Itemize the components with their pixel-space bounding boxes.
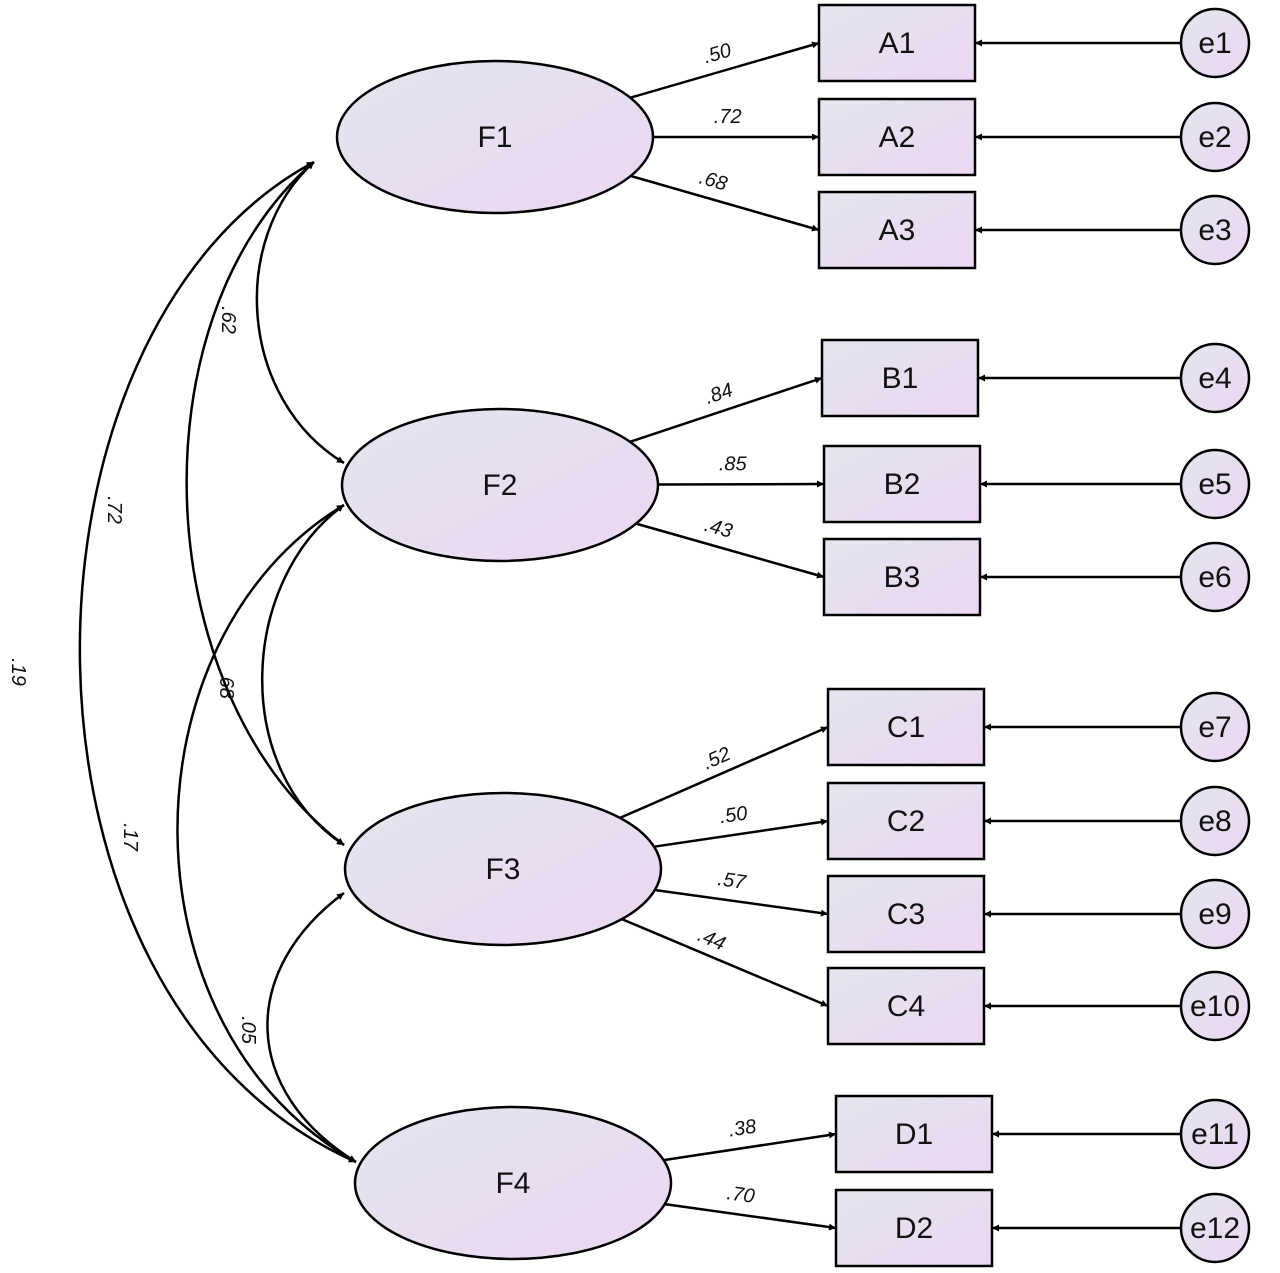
loading-label-A2: .72	[714, 106, 742, 128]
indicator-box-D2	[834, 1188, 994, 1268]
factor-label-F2: F2	[482, 469, 517, 502]
indicator-label-B2: B2	[884, 468, 921, 501]
error-node-e12	[1179, 1192, 1251, 1264]
error-label-e5: e5	[1198, 468, 1231, 501]
error-label-e10: e10	[1190, 990, 1240, 1023]
error-node-e3	[1179, 194, 1251, 266]
error-node-e5	[1179, 448, 1251, 520]
error-label-e11: e11	[1191, 1118, 1239, 1151]
correlation-path-F1-F4	[78, 160, 357, 1164]
error-node-e1	[1179, 7, 1251, 79]
loading-label-D2: .70	[725, 1182, 756, 1208]
indicator-box-A2	[817, 97, 977, 177]
loading-path-D1	[663, 1131, 837, 1162]
indicator-box-C1	[826, 687, 986, 767]
factor-ellipse-F4	[353, 1105, 673, 1261]
loading-label-B3: .43	[702, 514, 735, 543]
loading-path-C4	[621, 917, 829, 1008]
loading-path-B2	[657, 480, 825, 488]
error-node-e6	[1179, 541, 1251, 613]
loading-label-B2: .85	[719, 453, 748, 475]
error-node-e9	[1179, 878, 1251, 950]
correlation-label-F2-F3: .68	[215, 671, 237, 699]
loading-label-A3: .68	[697, 167, 730, 196]
correlation-label-F3-F4: .05	[237, 1016, 259, 1045]
indicator-label-C2: C2	[887, 805, 925, 838]
factor-label-F1: F1	[477, 121, 512, 154]
error-label-e3: e3	[1198, 214, 1231, 247]
correlation-label-F1-F3: .72	[103, 496, 125, 524]
indicator-box-C4	[826, 966, 986, 1046]
indicator-label-A2: A2	[879, 121, 916, 154]
correlation-path-F1-F3	[185, 161, 345, 847]
correlation-path-F3-F4	[266, 891, 357, 1164]
factor-label-F3: F3	[485, 853, 520, 886]
loading-label-C2: .50	[718, 802, 749, 828]
indicator-box-B3	[822, 537, 982, 617]
indicator-box-C3	[826, 874, 986, 954]
loading-path-B1	[629, 376, 823, 443]
error-label-e2: e2	[1198, 121, 1231, 154]
loading-path-A1	[629, 41, 820, 99]
indicator-label-A1: A1	[879, 27, 916, 60]
factor-label-F4: F4	[495, 1167, 530, 1200]
error-node-e4	[1179, 342, 1251, 414]
indicator-label-C3: C3	[887, 898, 925, 931]
loading-path-C2	[653, 818, 829, 848]
indicator-label-C1: C1	[887, 711, 925, 744]
indicator-box-A3	[817, 190, 977, 270]
correlation-path-F2-F4	[176, 503, 357, 1164]
correlation-label-F1-F2: .62	[217, 306, 239, 334]
indicator-label-D2: D2	[895, 1212, 933, 1245]
error-label-e8: e8	[1198, 805, 1231, 838]
loading-path-C3	[654, 888, 829, 917]
indicator-label-B1: B1	[882, 362, 919, 395]
error-node-e2	[1179, 101, 1251, 173]
error-label-e9: e9	[1198, 898, 1231, 931]
edges-layer	[78, 39, 1181, 1232]
error-node-e10	[1179, 970, 1251, 1042]
loading-path-D2	[664, 1202, 837, 1231]
error-node-e7	[1179, 691, 1251, 763]
indicator-label-D1: D1	[895, 1118, 933, 1151]
factor-ellipse-F3	[343, 791, 663, 947]
indicator-label-A3: A3	[879, 214, 916, 247]
loading-label-D1: .38	[727, 1116, 758, 1142]
loading-path-B3	[635, 522, 825, 579]
indicator-box-D1	[834, 1094, 994, 1174]
loading-path-A3	[630, 174, 820, 232]
loading-label-B1: .84	[702, 379, 735, 409]
indicator-box-B1	[820, 338, 980, 418]
correlation-label-F2-F4: .17	[119, 823, 141, 852]
loading-path-C1	[619, 725, 829, 820]
correlation-path-F2-F3	[261, 503, 345, 847]
factor-ellipse-F2	[340, 407, 660, 563]
indicator-box-A1	[817, 3, 977, 83]
labels-layer: .50 e1 A1 .72 e2 A2 .68 e3 A3 .84 e4 B1 .85 e5 B2 .43 e6…	[7, 27, 1240, 1245]
correlation-label-F1-F4: .19	[7, 658, 29, 686]
loading-label-C3: .57	[716, 868, 747, 894]
error-label-e6: e6	[1198, 561, 1231, 594]
indicator-box-B2	[822, 444, 982, 524]
factor-ellipse-F1	[335, 59, 655, 215]
loading-label-A1: .50	[701, 39, 734, 68]
indicator-label-C4: C4	[887, 990, 925, 1023]
indicator-label-B3: B3	[884, 561, 921, 594]
error-label-e4: e4	[1198, 362, 1231, 395]
error-label-e12: e12	[1190, 1212, 1240, 1245]
nodes-layer	[335, 3, 1251, 1268]
error-node-e11	[1179, 1098, 1251, 1170]
indicator-box-C2	[826, 781, 986, 861]
error-node-e8	[1179, 785, 1251, 857]
error-label-e1: e1	[1198, 27, 1231, 60]
error-label-e7: e7	[1198, 711, 1231, 744]
